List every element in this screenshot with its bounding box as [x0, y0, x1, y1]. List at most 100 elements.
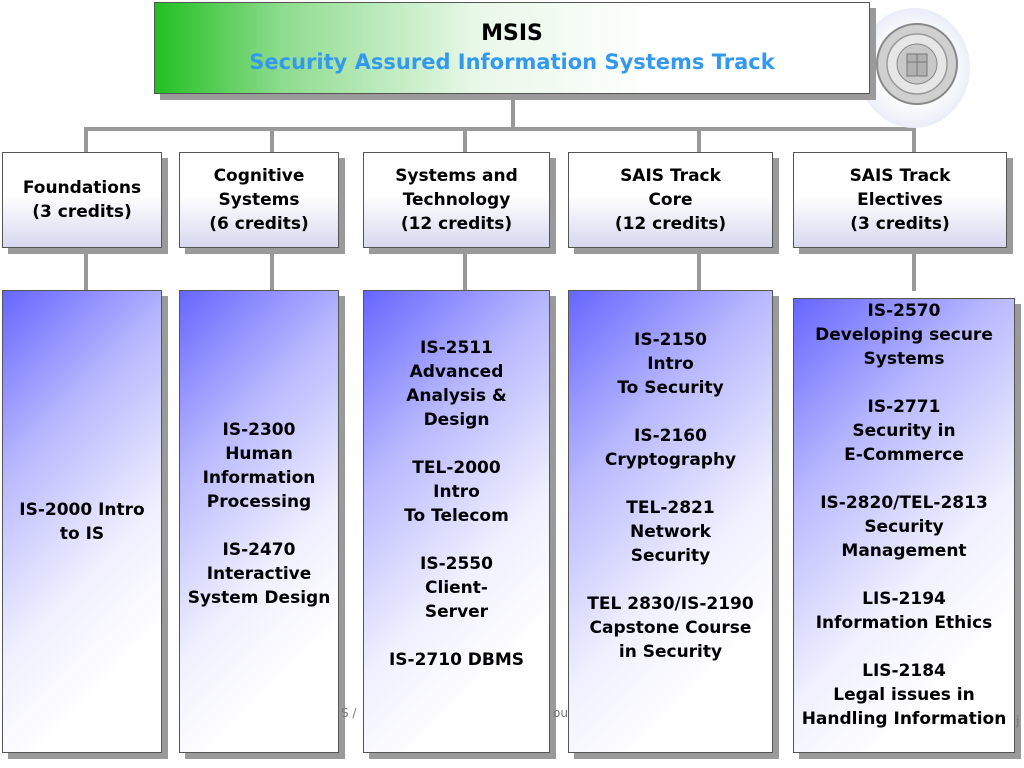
course-line: IS-2570 — [867, 301, 941, 321]
courses-sais-track-core: IS-2150 Intro To Security IS-2160 Crypto… — [568, 290, 773, 753]
course-item: TEL-2821 Network Security — [626, 496, 714, 568]
category-label: Systems — [218, 190, 300, 210]
connector-trunk — [511, 88, 515, 130]
course-item: LIS-2184 Legal issues in Handling Inform… — [802, 659, 1007, 731]
course-line: LIS-2184 — [862, 661, 946, 681]
category-label: Technology — [402, 190, 511, 210]
category-label: Foundations — [22, 178, 142, 198]
footer-fragment: j — [1016, 714, 1020, 728]
connector-drop-3 — [463, 127, 467, 153]
course-line: IS-2511 — [420, 337, 493, 358]
connector-cat-2 — [270, 247, 274, 291]
course-line: IS-2550 — [420, 553, 493, 574]
course-line: Security — [630, 545, 711, 566]
connector-bus — [84, 127, 916, 131]
course-line: IS-2300 — [222, 419, 296, 440]
course-line: IS-2470 — [222, 539, 296, 560]
course-line: Intro — [433, 481, 480, 502]
course-line: Processing — [206, 491, 312, 512]
course-line: Developing secure — [815, 325, 993, 345]
course-item: TEL 2830/IS-2190 Capstone Course in Secu… — [587, 592, 753, 664]
category-foundations: Foundations (3 credits) — [2, 152, 162, 248]
course-line: Design — [423, 409, 490, 430]
course-line: Security in — [852, 421, 956, 441]
course-item: TEL-2000 Intro To Telecom — [404, 456, 509, 528]
connector-drop-5 — [912, 127, 916, 153]
course-line: Human — [225, 443, 293, 464]
category-label: Electives — [857, 190, 943, 210]
course-line: Management — [841, 541, 967, 561]
course-item: IS-2511 Advanced Analysis & Design — [406, 336, 506, 432]
course-line: Legal issues in — [833, 685, 975, 705]
course-line: Systems — [863, 349, 945, 369]
course-line: IS-2160 — [634, 425, 707, 446]
category-cognitive-systems: Cognitive Systems (6 credits) — [179, 152, 339, 248]
course-line: IS-2771 — [867, 397, 941, 417]
category-sais-track-electives: SAIS Track Electives (3 credits) — [793, 152, 1007, 248]
courses-foundations: IS-2000 Intro to IS — [2, 290, 162, 753]
course-line: Client- — [425, 577, 488, 598]
course-line: TEL-2000 — [412, 457, 501, 478]
course-item: IS-2550 Client- Server — [420, 552, 493, 624]
course-line: IS-2820/TEL-2813 — [820, 493, 988, 513]
connector-drop-2 — [270, 127, 274, 153]
course-line: Interactive — [206, 563, 312, 584]
connector-cat-1 — [84, 247, 88, 291]
course-item: IS-2300 Human Information Processing — [203, 418, 316, 514]
category-credits: (3 credits) — [850, 214, 950, 234]
course-line: in Security — [618, 641, 723, 662]
course-item: IS-2470 Interactive System Design — [188, 538, 331, 610]
course-item: IS-2710 DBMS — [389, 648, 524, 672]
course-line: System Design — [187, 587, 331, 608]
connector-drop-1 — [84, 127, 88, 153]
category-credits: (6 credits) — [209, 214, 309, 234]
footer-fragments: S / ou j — [0, 700, 1024, 730]
university-seal-icon — [876, 23, 958, 105]
course-line: LIS-2194 — [862, 589, 946, 609]
connector-drop-4 — [697, 127, 701, 153]
category-credits: (3 credits) — [32, 202, 132, 222]
course-item: LIS-2194 Information Ethics — [816, 587, 993, 635]
connector-cat-4 — [697, 247, 701, 291]
course-line: Handling Information — [801, 709, 1007, 729]
course-item: IS-2570 Developing secure Systems — [815, 299, 993, 371]
category-label: Cognitive — [213, 166, 305, 186]
course-line: IS-2150 — [634, 329, 707, 350]
course-line: Information Ethics — [815, 613, 993, 633]
course-line: Cryptography — [604, 449, 737, 470]
course-line: to IS — [59, 523, 105, 544]
course-item: IS-2771 Security in E-Commerce — [844, 395, 964, 467]
category-label: SAIS Track — [849, 166, 951, 186]
course-item: IS-2820/TEL-2813 Security Management — [820, 491, 988, 563]
course-line: IS-2710 DBMS — [388, 649, 525, 670]
category-systems-and-technology: Systems and Technology (12 credits) — [363, 152, 550, 248]
course-line: To Telecom — [404, 505, 509, 526]
course-line: TEL 2830/IS-2190 — [587, 593, 754, 614]
course-line: To Security — [617, 377, 724, 398]
course-line: Server — [424, 601, 489, 622]
diagram-title-box: MSIS Security Assured Information System… — [154, 2, 870, 94]
course-line: E-Commerce — [844, 445, 964, 465]
course-line: Capstone Course — [589, 617, 752, 638]
course-item: IS-2150 Intro To Security — [617, 328, 723, 400]
category-credits: (12 credits) — [614, 214, 727, 234]
course-line: TEL-2821 — [626, 497, 715, 518]
course-line: Network — [630, 521, 711, 542]
category-label: Systems and — [395, 166, 518, 186]
course-line: Advanced — [409, 361, 504, 382]
category-label: SAIS Track — [620, 166, 721, 186]
course-line: Security — [864, 517, 944, 537]
course-line: Information — [202, 467, 316, 488]
courses-sais-track-electives: IS-2570 Developing secure Systems IS-277… — [793, 298, 1015, 753]
footer-fragment: ou — [553, 706, 568, 720]
course-line: Intro — [647, 353, 694, 374]
course-item: IS-2160 Cryptography — [605, 424, 736, 472]
course-line: Analysis & — [406, 385, 507, 406]
courses-systems-and-technology: IS-2511 Advanced Analysis & Design TEL-2… — [363, 290, 550, 753]
category-sais-track-core: SAIS Track Core (12 credits) — [568, 152, 773, 248]
connector-cat-5 — [912, 247, 916, 291]
course-item: IS-2000 Intro to IS — [19, 498, 144, 546]
footer-fragment: S / — [341, 706, 357, 720]
diagram-title: MSIS — [481, 21, 543, 46]
courses-cognitive-systems: IS-2300 Human Information Processing IS-… — [179, 290, 339, 753]
